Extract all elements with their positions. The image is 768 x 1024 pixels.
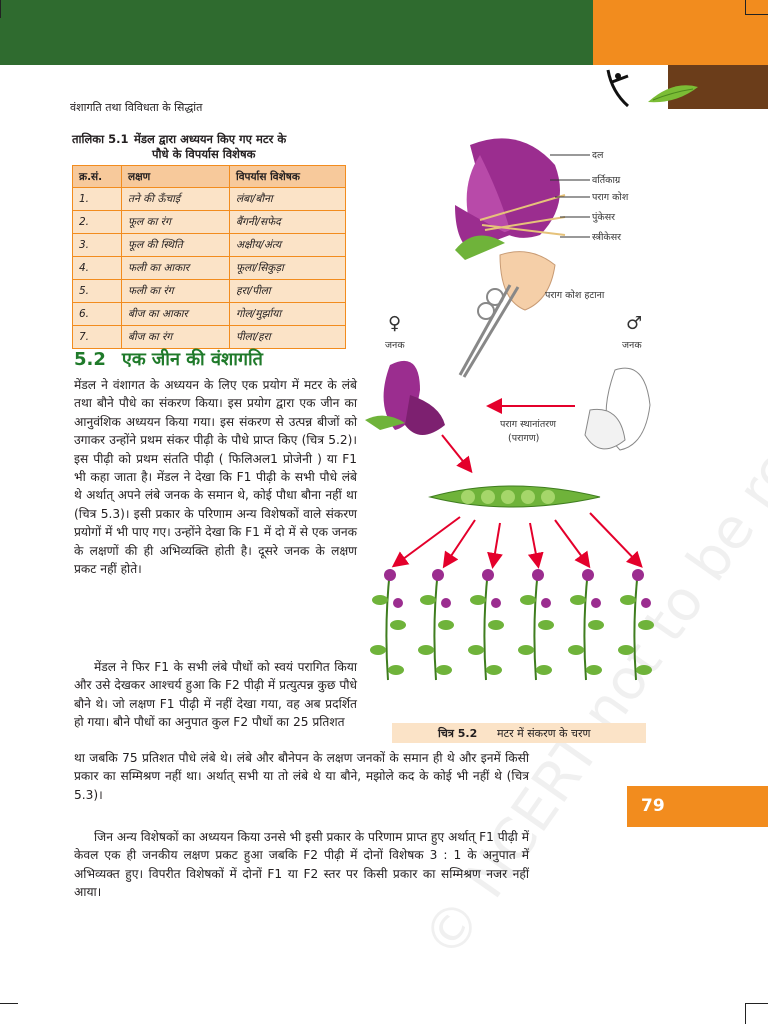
female-symbol-icon: ♀ bbox=[388, 313, 402, 334]
male-symbol-icon: ♂ bbox=[626, 313, 643, 334]
pea-plant bbox=[618, 569, 654, 681]
section-heading: 5.2 एक जीन की वंशागति bbox=[74, 347, 263, 371]
table-cell: फूल की स्थिति bbox=[121, 233, 230, 257]
table-cell: फूल का रंग bbox=[121, 210, 230, 234]
table-cell: 5. bbox=[72, 279, 122, 303]
pea-plant bbox=[370, 569, 406, 681]
table-cell: बैंगनी/सफेद bbox=[229, 210, 346, 234]
table-cell: हरा/पीला bbox=[229, 279, 346, 303]
table-cell: 4. bbox=[72, 256, 122, 280]
figure-caption-label: चित्र 5.2 bbox=[438, 727, 478, 740]
label-pollination: (परागण) bbox=[508, 433, 540, 444]
table-caption-line1: मेंडल द्वारा अध्ययन किए गए मटर के bbox=[134, 132, 287, 146]
crop-mark bbox=[745, 0, 746, 14]
table-cell: बीज का आकार bbox=[121, 302, 230, 326]
label-pistil: स्त्रीकेसर bbox=[592, 232, 622, 243]
table-number: तालिका 5.1 bbox=[72, 132, 129, 146]
figure-caption: चित्र 5.2 मटर में संकरण के चरण bbox=[392, 723, 646, 743]
table-cell: 3. bbox=[72, 233, 122, 257]
page-number: 79 bbox=[641, 796, 665, 816]
table-cell: 2. bbox=[72, 210, 122, 234]
table-cell: 1. bbox=[72, 187, 122, 211]
paragraph-3: था जबकि 75 प्रतिशत पौधे लंबे थे। लंबे और… bbox=[74, 751, 529, 802]
cross-pollination-figure: दल वर्तिकाग्र पराग कोश पुंकेसर स्त्रीकेस… bbox=[360, 125, 660, 715]
table-cell: बीज का रंग bbox=[121, 325, 230, 349]
label-remove-anther: पराग कोश हटाना bbox=[545, 290, 605, 301]
label-parent-male: जनक bbox=[622, 340, 642, 351]
table-cell: 6. bbox=[72, 302, 122, 326]
label-stigma: वर्तिकाग्र bbox=[592, 175, 621, 186]
paragraph-4: जिन अन्य विशेषकों का अध्ययन किया उनसे भी… bbox=[74, 830, 529, 900]
table-caption: तालिका 5.1 मेंडल द्वारा अध्ययन किए गए मटर… bbox=[72, 132, 352, 162]
column-header: विपर्यास विशेषक bbox=[229, 165, 346, 188]
pea-plant bbox=[468, 569, 504, 681]
table-header-row: क्र.सं. लक्षण विपर्यास विशेषक bbox=[72, 165, 346, 188]
figure-illustration bbox=[365, 138, 654, 681]
crop-mark bbox=[745, 1003, 768, 1004]
table-cell: लंबा/बौना bbox=[229, 187, 346, 211]
label-petal: दल bbox=[592, 150, 604, 161]
label-stamen: पुंकेसर bbox=[592, 212, 615, 223]
table-row: 3.फूल की स्थितिअक्षीय/अंत्य bbox=[72, 233, 346, 257]
table-cell: फली का रंग bbox=[121, 279, 230, 303]
pea-plant bbox=[418, 569, 454, 681]
section-title: एक जीन की वंशागति bbox=[121, 349, 263, 370]
table-cell: फली का आकार bbox=[121, 256, 230, 280]
table-caption-line2: पौधे के विपर्यास विशेषक bbox=[152, 147, 256, 161]
table-cell: तने की ऊँचाई bbox=[121, 187, 230, 211]
paragraph-2: मेंडल ने फिर F1 के सभी लंबे पौधों को स्व… bbox=[74, 660, 357, 730]
table-cell: पीला/हरा bbox=[229, 325, 346, 349]
label-pollen-transfer: पराग स्थानांतरण bbox=[500, 419, 557, 430]
figure-caption-text: मटर में संकरण के चरण bbox=[497, 727, 591, 740]
crop-mark bbox=[745, 14, 768, 15]
label-parent-female: जनक bbox=[385, 340, 405, 351]
table-cell: गोल/मुर्झाया bbox=[229, 302, 346, 326]
header-green-band bbox=[0, 0, 593, 65]
crop-mark bbox=[745, 1003, 746, 1024]
running-head: वंशागति तथा विविधता के सिद्धांत bbox=[70, 101, 203, 114]
page-number-box: 79 bbox=[627, 786, 768, 827]
pea-plant bbox=[518, 569, 554, 681]
crop-mark bbox=[0, 1003, 18, 1004]
pea-plant bbox=[568, 569, 604, 681]
column-header: क्र.सं. bbox=[72, 165, 122, 188]
section-number: 5.2 bbox=[74, 349, 106, 370]
table-cell: 7. bbox=[72, 325, 122, 349]
ncert-logo-icon bbox=[606, 69, 698, 108]
traits-table: क्र.सं. लक्षण विपर्यास विशेषक 1.तने की ऊ… bbox=[72, 165, 346, 349]
crop-mark bbox=[0, 0, 1, 18]
table-cell: अक्षीय/अंत्य bbox=[229, 233, 346, 257]
paragraph-1: मेंडल ने वंशागत के अध्ययन के लिए एक प्रय… bbox=[74, 378, 357, 577]
table-cell: फूला/सिकुड़ा bbox=[229, 256, 346, 280]
header-orange-band bbox=[593, 0, 768, 65]
label-anther: पराग कोश bbox=[592, 192, 629, 203]
column-header: लक्षण bbox=[121, 165, 230, 188]
